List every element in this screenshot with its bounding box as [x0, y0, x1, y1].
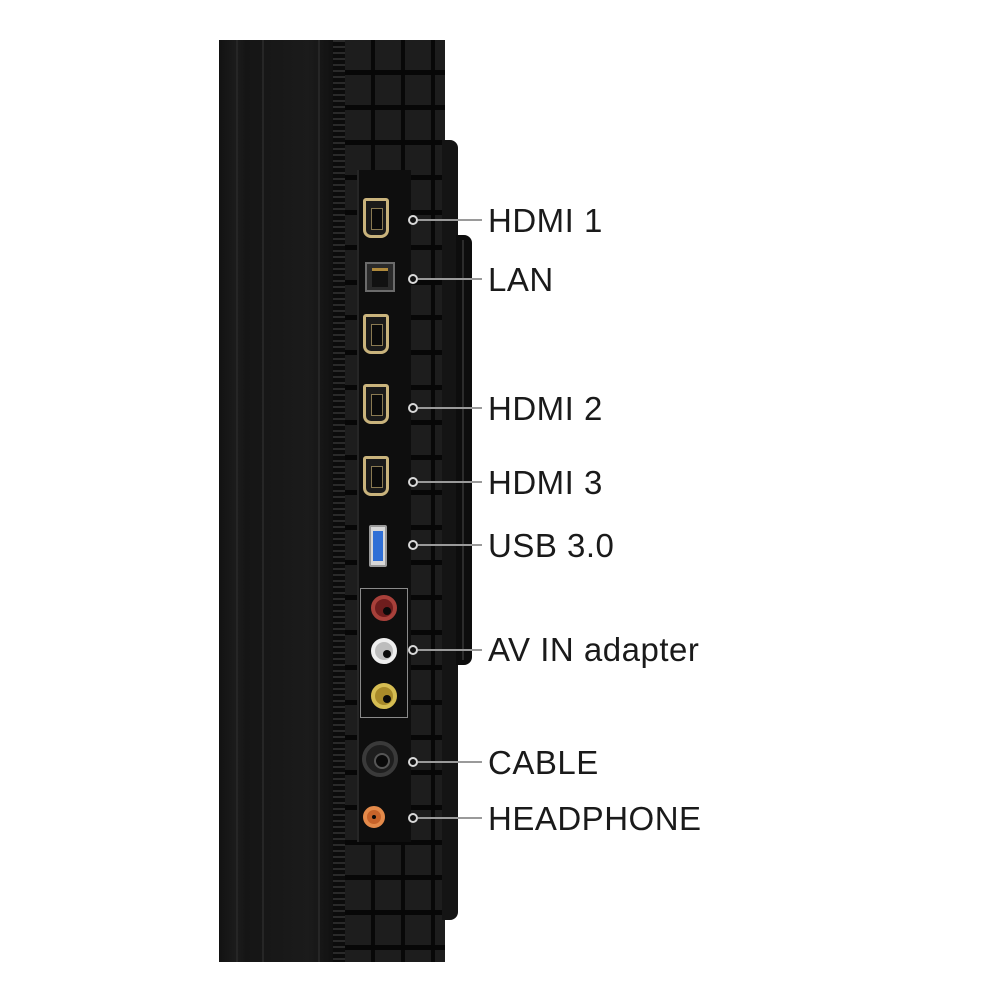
callout-dot	[408, 477, 418, 487]
label-hdmi-2: HDMI 2	[488, 390, 603, 427]
usb-port[interactable]	[369, 525, 387, 567]
callout-line	[418, 649, 482, 651]
rca-white-jack[interactable]	[371, 638, 397, 664]
callout-line	[418, 407, 482, 409]
label-hdmi-1: HDMI 1	[488, 202, 603, 239]
hdmi-arc-port[interactable]	[363, 314, 389, 354]
callout-dot	[408, 645, 418, 655]
hdmi-2-port[interactable]	[363, 384, 389, 424]
tv-rib	[262, 40, 264, 962]
callout-line	[418, 481, 482, 483]
callout-dot	[408, 757, 418, 767]
rca-yellow-jack[interactable]	[371, 683, 397, 709]
callout-line	[418, 278, 482, 280]
tv-rib	[318, 40, 320, 962]
label-av-in: AV IN adapter	[488, 631, 700, 668]
label-usb: USB 3.0	[488, 527, 615, 564]
callout-dot	[408, 274, 418, 284]
rca-red-jack[interactable]	[371, 595, 397, 621]
label-cable: CABLE	[488, 744, 599, 781]
tv-rear-fin	[442, 140, 458, 920]
av-in-group	[360, 588, 408, 718]
hdmi-1-port[interactable]	[363, 198, 389, 238]
headphone-jack[interactable]	[363, 806, 385, 828]
callout-line	[418, 761, 482, 763]
callout-dot	[408, 813, 418, 823]
lan-port[interactable]	[365, 262, 395, 292]
callout-dot	[408, 215, 418, 225]
cable-coax-port[interactable]	[362, 741, 398, 777]
callout-dot	[408, 403, 418, 413]
label-lan: LAN	[488, 261, 554, 298]
callout-line	[418, 817, 482, 819]
callout-line	[418, 544, 482, 546]
tv-rib	[236, 40, 238, 962]
callout-line	[418, 219, 482, 221]
callout-dot	[408, 540, 418, 550]
hdmi-3-port[interactable]	[363, 456, 389, 496]
label-hdmi-3: HDMI 3	[488, 464, 603, 501]
tv-rear-fin-inner	[456, 235, 472, 665]
label-headphone: HEADPHONE	[488, 800, 702, 837]
tv-vent-strip	[333, 40, 345, 962]
tv-rear-fin-edge	[462, 240, 464, 660]
